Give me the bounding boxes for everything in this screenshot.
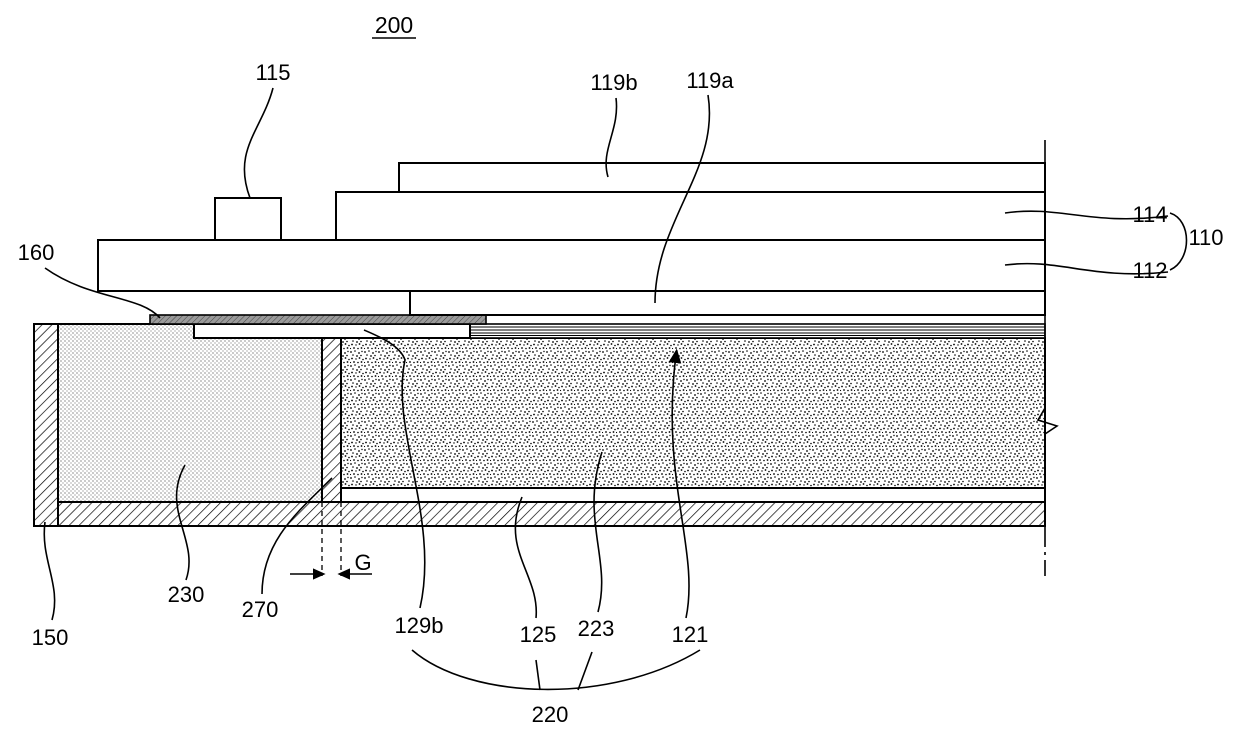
leader-150 bbox=[44, 522, 54, 620]
label-160: 160 bbox=[18, 240, 55, 265]
label-119b: 119b bbox=[590, 70, 637, 95]
label-129b: 129b bbox=[395, 613, 444, 638]
label-270: 270 bbox=[242, 597, 279, 622]
adhesive-160 bbox=[150, 315, 486, 324]
label-223: 223 bbox=[578, 616, 615, 641]
substrate-112 bbox=[98, 240, 1045, 291]
label-125: 125 bbox=[520, 622, 557, 647]
label-150: 150 bbox=[32, 625, 69, 650]
layer-125 bbox=[341, 488, 1045, 502]
block-230 bbox=[58, 324, 322, 502]
bracket-220 bbox=[412, 650, 700, 689]
label-230: 230 bbox=[168, 582, 205, 607]
substrate-114 bbox=[336, 192, 1045, 240]
label-121: 121 bbox=[672, 622, 709, 647]
partition-270 bbox=[322, 338, 341, 502]
bracket-220-tick-223 bbox=[578, 652, 592, 690]
plate-129b bbox=[194, 324, 470, 338]
label-112: 112 bbox=[1132, 258, 1167, 283]
housing-bottom-wall bbox=[34, 502, 1045, 526]
figure-title: 200 bbox=[375, 12, 413, 38]
layer-119a bbox=[410, 291, 1045, 315]
label-114: 114 bbox=[1132, 202, 1167, 227]
component-115 bbox=[215, 198, 281, 240]
bracket-220-tick-125 bbox=[536, 660, 540, 690]
label-119a: 119a bbox=[686, 68, 734, 93]
layer-223 bbox=[341, 338, 1045, 488]
label-110: 110 bbox=[1188, 225, 1223, 250]
label-115: 115 bbox=[255, 60, 290, 85]
housing-left-wall bbox=[34, 324, 58, 526]
label-220: 220 bbox=[532, 702, 569, 727]
layer-119b bbox=[399, 163, 1045, 192]
label-G: G bbox=[354, 550, 371, 575]
brace-110 bbox=[1170, 213, 1187, 270]
leader-115 bbox=[244, 88, 273, 198]
